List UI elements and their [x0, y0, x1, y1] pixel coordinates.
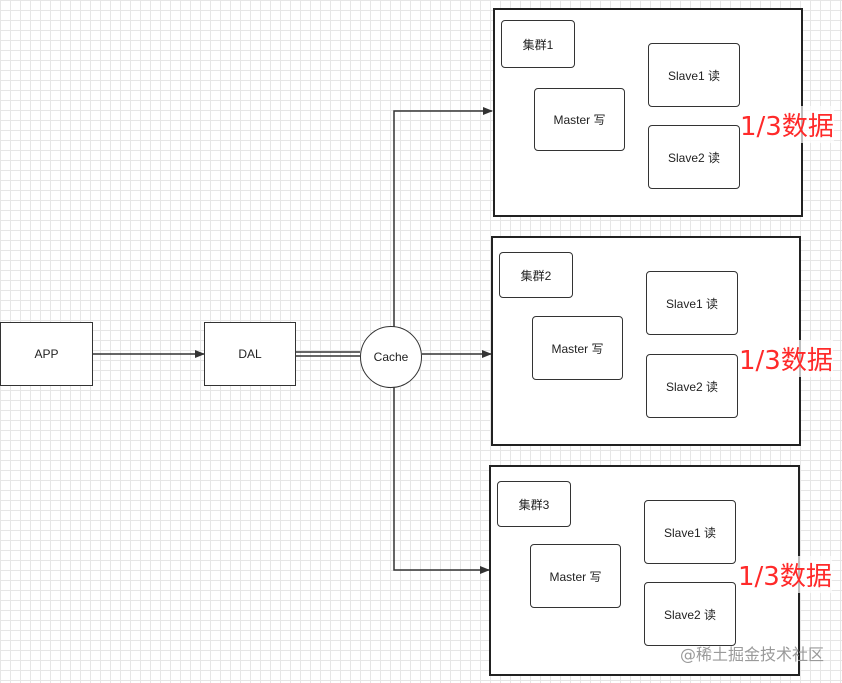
cluster-3-master: Master 写 [530, 544, 621, 608]
cluster-2-slave1: Slave1 读 [646, 271, 738, 335]
edge-cache-cluster1 [393, 107, 493, 328]
cache-node: Cache [360, 326, 422, 388]
cluster-1-master: Master 写 [534, 88, 625, 151]
cluster-1-slave2: Slave2 读 [648, 125, 740, 189]
cluster-2-slave2: Slave2 读 [646, 354, 738, 418]
cluster-3-slave2: Slave2 读 [644, 582, 736, 646]
cluster-2-master: Master 写 [532, 316, 623, 380]
cluster-3-slave1: Slave1 读 [644, 500, 736, 564]
app-label: APP [34, 347, 59, 361]
cluster-2-share-label: 1/3数据 [739, 340, 833, 377]
edge-cache-cluster3 [393, 385, 490, 574]
dal-label: DAL [238, 347, 262, 361]
cluster-1-slave1: Slave1 读 [648, 43, 740, 107]
cluster-1-title: 集群1 [501, 20, 575, 68]
cache-label: Cache [373, 350, 409, 364]
watermark: @稀土掘金技术社区 [679, 645, 824, 664]
dal-node: DAL [204, 322, 296, 386]
cluster-1-share-label: 1/3数据 [740, 106, 834, 143]
cluster-2-title: 集群2 [499, 252, 573, 298]
app-node: APP [0, 322, 93, 386]
cluster-3-title: 集群3 [497, 481, 571, 527]
cluster-3-share-label: 1/3数据 [738, 556, 832, 593]
